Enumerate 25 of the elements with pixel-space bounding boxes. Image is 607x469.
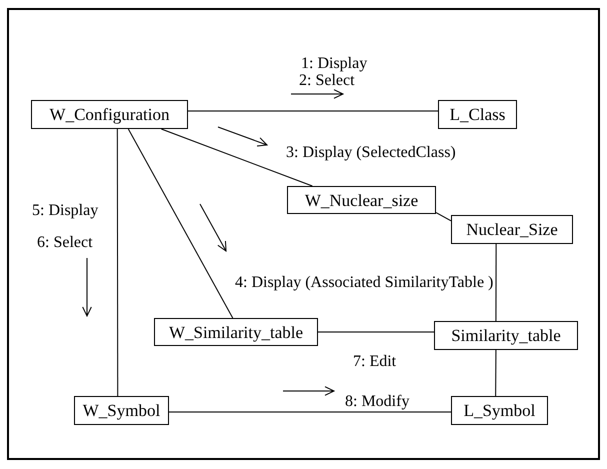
association-line [436,212,452,222]
message-label: 2: Select [299,72,355,90]
object-box: W_Configuration [31,100,188,129]
message-label: 6: Select [37,234,93,252]
association-line [495,350,496,396]
message-label: 8: Modify [345,393,410,411]
association-line [168,411,452,412]
association-line [160,128,313,186]
object-box: W_Nuclear_size [287,186,436,214]
message-label: 5: Display [32,202,98,220]
object-box: L_Class [438,100,517,129]
message-label: 3: Display (SelectedClass) [286,144,456,162]
message-label: 1: Display [301,55,368,73]
message-label: 7: Edit [353,353,396,371]
association-line [188,110,438,112]
object-box: W_Symbol [74,396,169,425]
object-box: Similarity_table [434,321,578,350]
object-box: Nuclear_Size [451,215,573,244]
object-box: W_Similarity_table [154,318,318,346]
association-line [116,128,118,396]
message-label: 4: Display (Associated SimilarityTable ) [235,274,494,292]
association-line [318,332,434,333]
object-box: L_Symbol [451,396,548,425]
association-line [128,128,234,318]
association-line [495,244,497,322]
